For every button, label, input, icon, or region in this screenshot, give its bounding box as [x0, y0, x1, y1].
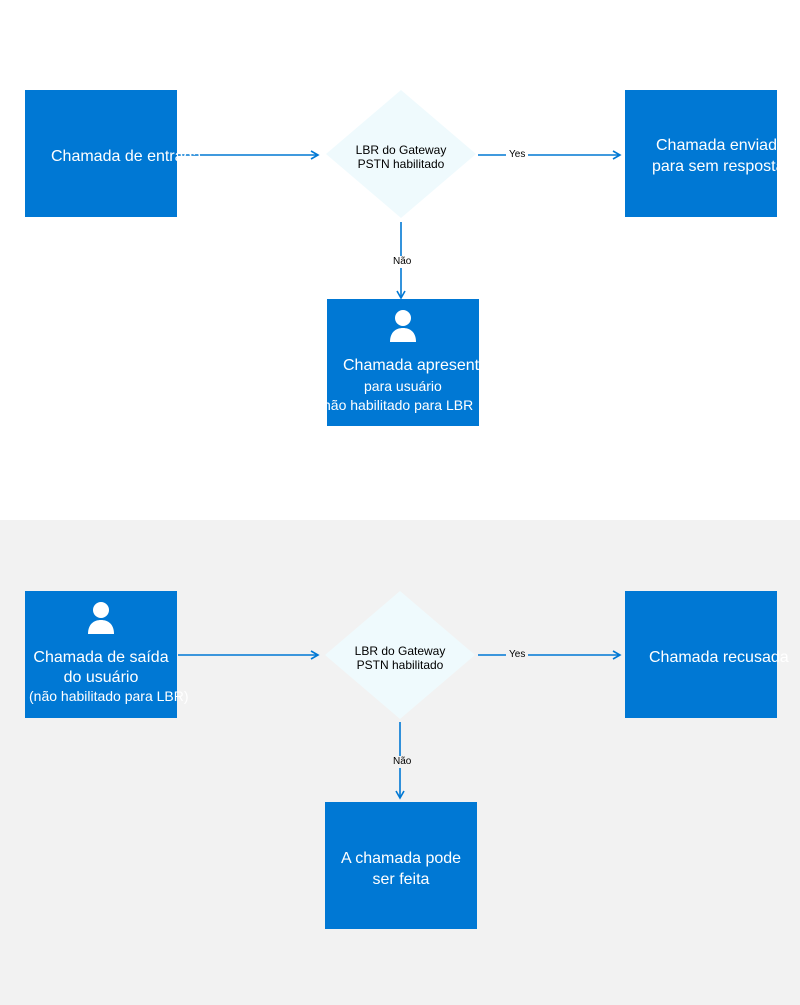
- sent-no-answer-line-2: para sem resposta: [652, 158, 785, 175]
- decision-shape: [325, 591, 475, 719]
- top-decision-diamond: LBR do Gateway PSTN habilitado: [326, 90, 476, 218]
- incoming-call-label: Chamada de entrada: [51, 148, 202, 165]
- user-icon: [390, 310, 416, 342]
- outgoing-call-box: Chamada de saída do usuário (não habilit…: [25, 591, 189, 718]
- outgoing-line-2: do usuário: [63, 669, 139, 686]
- decision-line-1: LBR do Gateway: [354, 644, 446, 658]
- outgoing-line-3: (não habilitado para LBR): [29, 688, 189, 704]
- decision-line-2: PSTN habilitado: [357, 157, 445, 171]
- presented-line-3: não habilitado para LBR: [323, 397, 474, 413]
- presented-line-1: Chamada apresentada: [343, 357, 506, 374]
- incoming-call-box: Chamada de entrada: [25, 90, 202, 217]
- outgoing-line-1: Chamada de saída: [33, 649, 169, 666]
- call-refused-box: Chamada recusada: [625, 591, 789, 718]
- sent-no-answer-box: Chamada enviada para sem resposta: [625, 90, 786, 217]
- no-label: Não: [390, 756, 415, 768]
- yes-label: Yes: [506, 149, 529, 161]
- top-flow-panel: Chamada de entrada LBR do Gateway PSTN h…: [25, 90, 786, 426]
- decision-shape: [326, 90, 476, 218]
- presented-line-2: para usuário: [364, 378, 442, 394]
- call-allowed-box: A chamada pode ser feita: [325, 802, 477, 929]
- bottom-flow-panel: Chamada de saída do usuário (não habilit…: [0, 520, 800, 1005]
- user-icon: [88, 602, 114, 634]
- call-refused-label: Chamada recusada: [649, 649, 789, 666]
- decision-line-2: PSTN habilitado: [356, 658, 444, 672]
- bottom-decision-diamond: LBR do Gateway PSTN habilitado: [325, 591, 475, 719]
- sent-no-answer-line-1: Chamada enviada: [656, 137, 786, 154]
- yes-label: Yes: [506, 649, 529, 661]
- presented-to-user-box: Chamada apresentada para usuário não hab…: [323, 299, 506, 426]
- decision-line-1: LBR do Gateway: [355, 143, 447, 157]
- call-allowed-line-1: A chamada pode: [340, 850, 462, 867]
- no-label: Não: [390, 256, 415, 268]
- call-allowed-line-2: ser feita: [372, 871, 430, 888]
